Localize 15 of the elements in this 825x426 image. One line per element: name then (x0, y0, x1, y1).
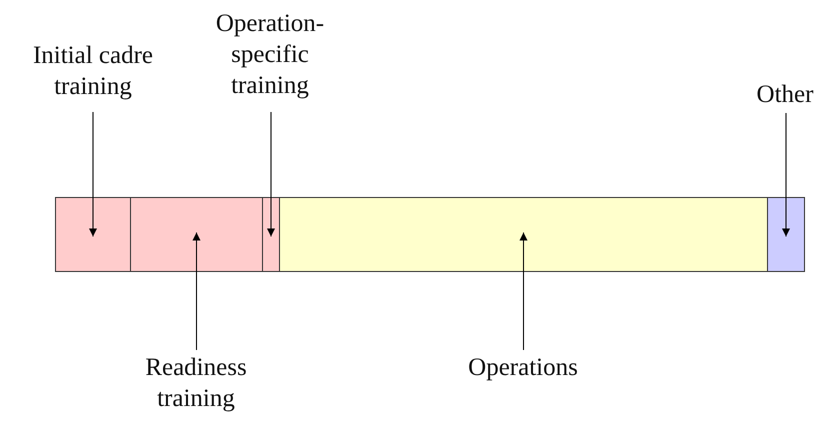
leader-line (520, 232, 528, 350)
callout-label: Other (752, 79, 818, 110)
leader-line (782, 112, 790, 237)
bar-segment (262, 197, 280, 272)
callout-label: Readiness training (110, 352, 282, 414)
callout-label: Operations (430, 352, 616, 383)
callout-label: Initial cadre training (0, 40, 186, 102)
leader-line (89, 112, 97, 237)
callout-label: Operation-specific training (200, 8, 340, 101)
leader-line (192, 232, 200, 350)
bar-segment (767, 197, 805, 272)
bar-segment (130, 197, 263, 272)
bar-segment (55, 197, 131, 272)
bar-segment (279, 197, 768, 272)
leader-line (267, 112, 275, 237)
